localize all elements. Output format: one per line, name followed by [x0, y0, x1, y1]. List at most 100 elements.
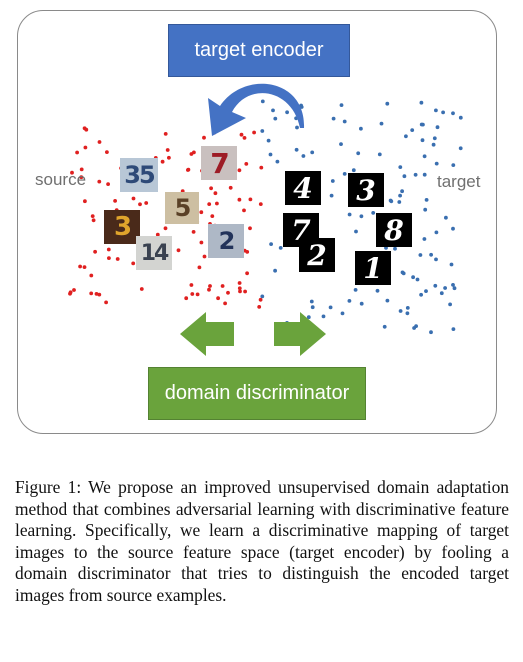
target-point — [295, 125, 299, 130]
target-point — [388, 198, 393, 203]
source-point — [259, 165, 264, 170]
target-point — [444, 215, 448, 220]
target-point — [434, 108, 438, 113]
target-point — [419, 100, 424, 105]
source-point — [104, 300, 108, 305]
source-point — [139, 287, 144, 291]
source-label: source — [35, 170, 87, 189]
target-digit-image: 8 — [376, 213, 412, 247]
source-point — [237, 286, 242, 291]
target-point — [424, 198, 429, 202]
curved-arrow-icon — [208, 83, 305, 136]
target-point — [448, 302, 452, 307]
target-point — [451, 283, 455, 287]
target-point — [434, 257, 438, 262]
target-point — [354, 229, 358, 234]
target-encoder-label: target encoder — [194, 39, 324, 61]
source-point — [210, 214, 215, 219]
target-point — [266, 138, 271, 143]
source-point — [155, 232, 160, 237]
target-point — [434, 161, 439, 166]
source-point — [163, 226, 168, 231]
target-point — [410, 128, 415, 133]
source-point — [207, 202, 212, 207]
target-point — [340, 311, 345, 316]
target-point — [451, 111, 455, 116]
source-point — [208, 284, 212, 288]
source-point — [91, 218, 96, 223]
target-point — [301, 154, 306, 158]
target-point — [411, 275, 415, 280]
target-point — [434, 230, 439, 235]
target-point — [435, 125, 440, 130]
source-point — [160, 159, 165, 164]
target-point — [451, 226, 455, 231]
source-point — [79, 167, 84, 172]
domain-discriminator-box: domain discriminator — [148, 367, 366, 420]
source-point — [190, 292, 195, 296]
source-point — [89, 273, 94, 278]
target-point — [359, 126, 363, 131]
target-point — [339, 142, 343, 147]
target-point — [347, 212, 352, 217]
source-point — [209, 186, 214, 191]
source-point — [242, 208, 246, 213]
source-point — [258, 202, 263, 207]
target-point — [375, 288, 380, 293]
source-point — [131, 261, 136, 266]
source-point — [131, 196, 136, 201]
target-point — [385, 101, 390, 106]
source-point — [192, 150, 196, 155]
target-point — [359, 214, 364, 219]
target-point — [285, 110, 289, 115]
target-point — [415, 277, 420, 282]
source-point — [107, 256, 111, 260]
target-point — [441, 110, 445, 115]
source-point — [197, 265, 202, 270]
right-arrow-icon — [274, 312, 326, 356]
source-digit-image: 14 — [136, 236, 172, 270]
source-point — [202, 254, 207, 259]
target-point — [275, 159, 280, 164]
source-point — [90, 214, 95, 219]
target-point — [424, 289, 428, 293]
source-point — [258, 297, 263, 302]
source-point — [78, 264, 82, 269]
source-point — [138, 202, 142, 207]
diagram-frame — [17, 10, 497, 434]
source-point — [199, 210, 204, 215]
target-point — [273, 268, 277, 273]
target-point — [385, 298, 390, 303]
target-point — [294, 147, 299, 152]
target-point — [339, 103, 344, 107]
source-point — [89, 291, 94, 296]
target-point — [402, 174, 407, 179]
source-point — [83, 145, 88, 150]
source-point — [248, 226, 252, 231]
target-point — [418, 253, 423, 257]
source-point — [242, 136, 247, 140]
source-digit-image: 35 — [120, 158, 158, 192]
target-point — [330, 179, 335, 183]
target-digit-image: 4 — [285, 171, 321, 205]
source-point — [176, 248, 181, 253]
source-point — [163, 132, 168, 136]
target-point — [422, 237, 427, 241]
source-point — [216, 296, 221, 301]
target-point-cloud — [260, 99, 463, 335]
target-digit-image: 7 — [283, 213, 319, 247]
target-digit-image: 2 — [299, 238, 335, 272]
target-point — [420, 138, 425, 143]
target-point — [398, 309, 403, 313]
target-point — [398, 193, 402, 198]
target-point — [321, 314, 326, 319]
target-digit-image: 3 — [348, 173, 384, 207]
source-point — [239, 132, 244, 137]
source-point — [186, 167, 191, 172]
source-point — [97, 140, 102, 144]
target-point — [432, 136, 437, 141]
target-point — [458, 146, 463, 151]
target-point — [353, 288, 358, 292]
source-point — [202, 135, 206, 140]
source-point — [167, 155, 171, 160]
